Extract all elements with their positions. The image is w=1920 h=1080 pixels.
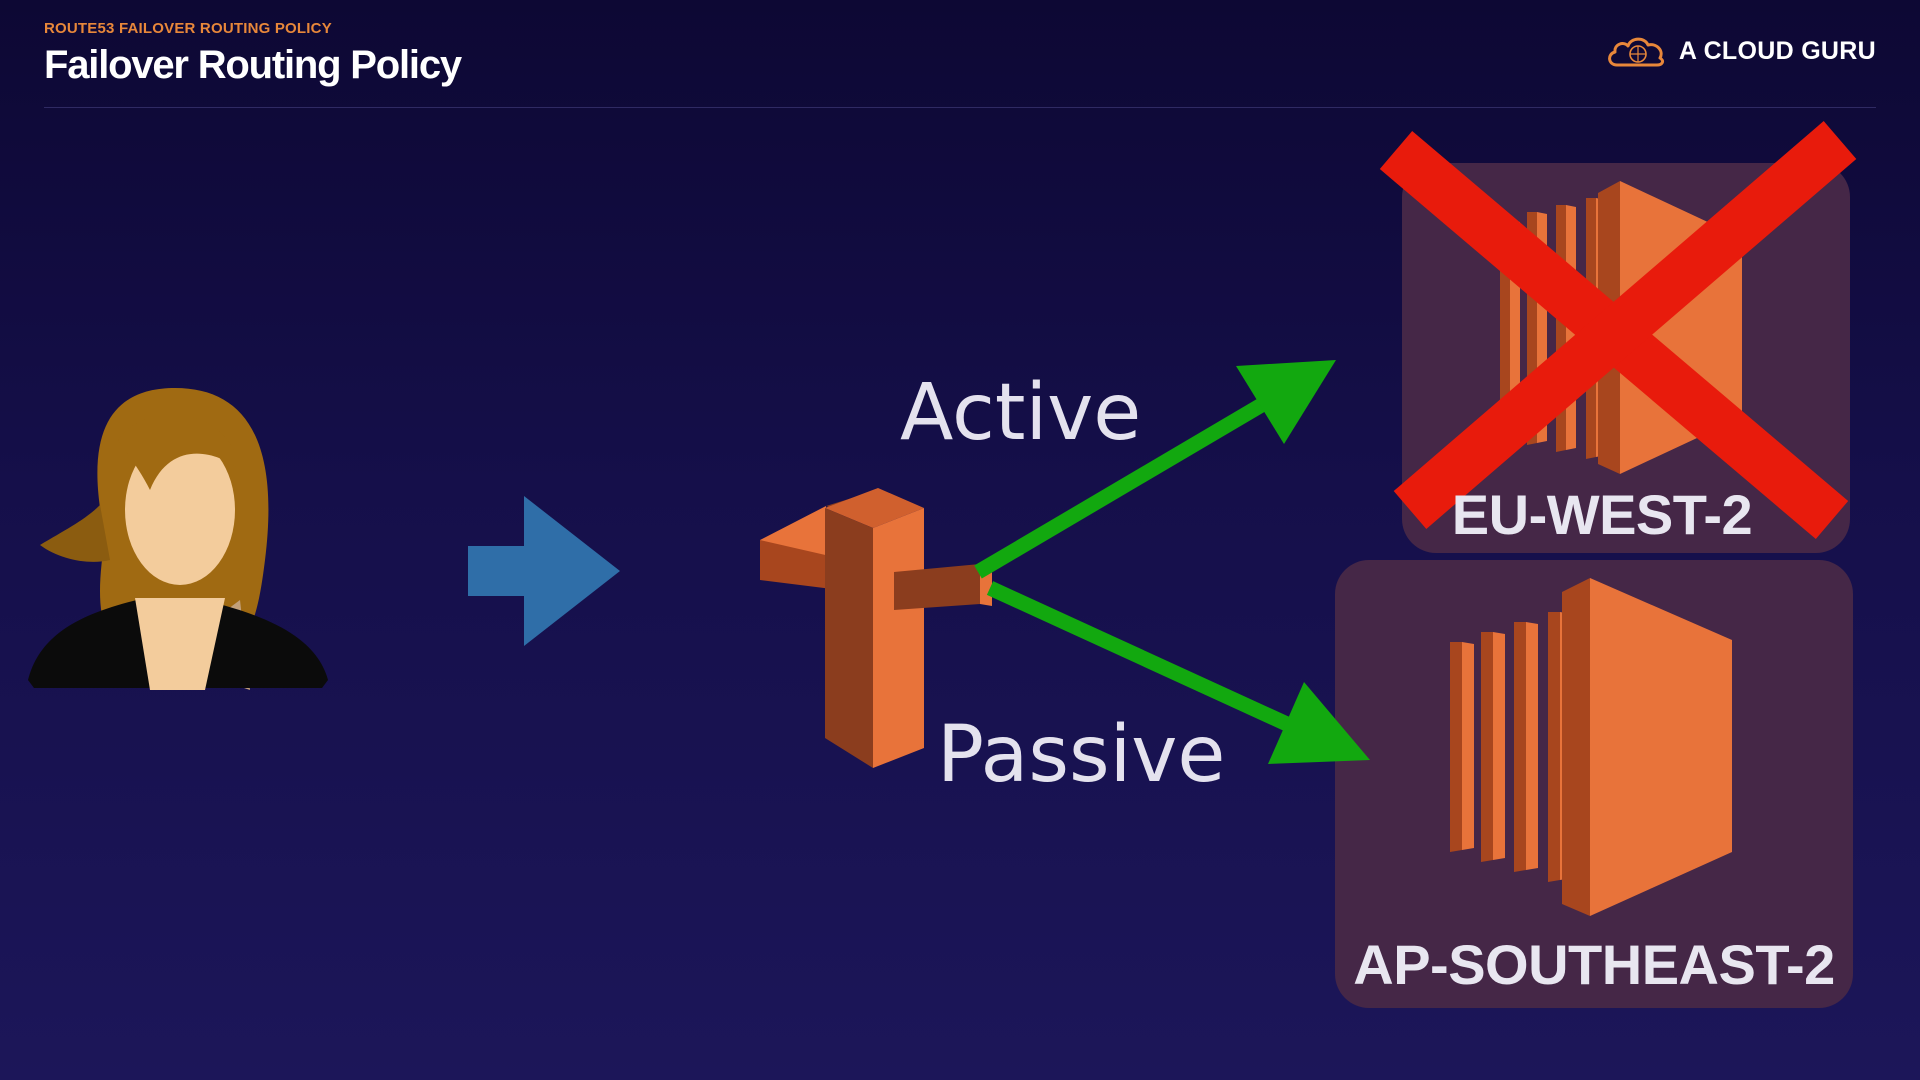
active-label: Active: [900, 368, 1142, 458]
secondary-region-label: AP-SOUTHEAST-2: [1353, 933, 1835, 996]
brand-logo: A CLOUD GURU: [1605, 34, 1876, 68]
brand-name: A CLOUD GURU: [1678, 36, 1876, 65]
passive-arrow: [986, 581, 1370, 764]
slide-title: Failover Routing Policy: [44, 43, 462, 87]
ec2-instance-icon: [1450, 578, 1732, 916]
primary-region-label: EU-WEST-2: [1451, 483, 1753, 546]
red-x-icon: [1379, 121, 1857, 540]
header-divider: [44, 107, 1876, 108]
active-arrow: [974, 360, 1336, 579]
user-avatar-icon: [28, 388, 328, 690]
passive-label: Passive: [937, 710, 1226, 800]
cloud-logo-icon: [1608, 37, 1664, 67]
slide-header: ROUTE53 FAILOVER ROUTING POLICY Failover…: [44, 20, 462, 88]
arrow-right-icon: [468, 496, 620, 646]
section-eyebrow: ROUTE53 FAILOVER ROUTING POLICY: [44, 20, 332, 37]
